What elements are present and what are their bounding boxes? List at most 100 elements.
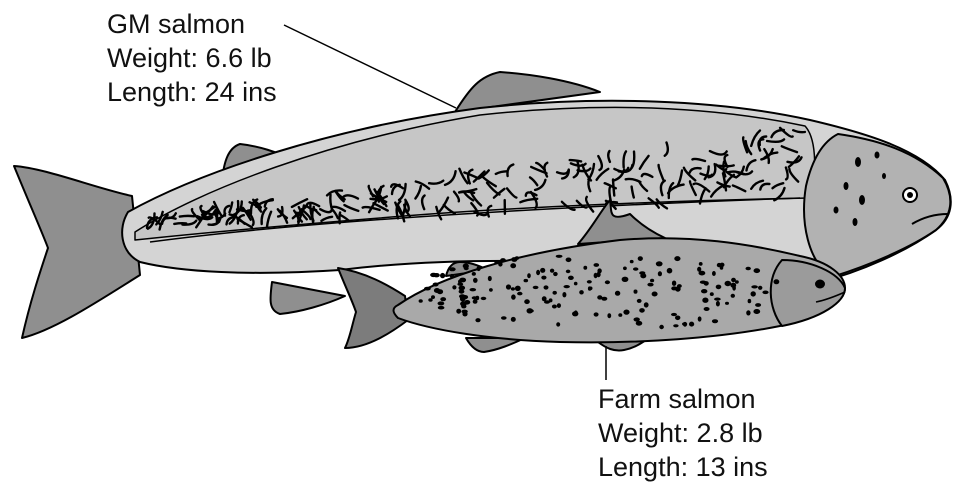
farm-body-spot [450,274,454,278]
farm-body-spot [568,276,574,280]
farm-body-spot [630,260,634,263]
farm-body-spot [712,319,718,323]
gm-leader-line [284,25,456,108]
farm-body-spot [556,255,563,258]
farm-body-spot [634,290,638,294]
farm-body-spot [553,272,558,276]
farm-body-spot [597,268,601,273]
farm-body-spot [562,292,566,297]
farm-eye [815,280,825,289]
gm-salmon-weight: Weight: 6.6 lb [107,41,277,75]
farm-body-spot [524,279,529,282]
farm-body-spot [640,273,646,278]
farm-body-spot [456,309,461,314]
farm-body-spot [639,308,645,313]
farm-body-spot [488,276,492,281]
farm-body-spot [541,276,546,280]
farm-body-spot [588,286,592,290]
farm-body-spot [515,256,519,260]
farm-body-spot [564,285,570,288]
farm-body-spot [506,284,511,289]
farm-body-spot [725,281,732,286]
farm-body-spot [481,297,487,300]
farm-body-spot [774,279,780,284]
farm-body-spot [515,286,521,291]
farm-body-spot [556,322,560,326]
farm-body-spot [717,263,722,267]
farm-body-spot [725,302,729,305]
farm-body-spot [475,296,479,300]
farm-body-spot [449,267,456,271]
farm-body-spot [419,299,423,303]
farm-body-spot [652,292,658,297]
farm-body-spot [716,285,722,290]
farm-body-spot [459,286,466,291]
farm-body-spot [462,312,467,317]
farm-body-spot [583,266,587,270]
farm-body-spot [437,289,443,294]
farm-body-spot [566,258,572,263]
farm-body-spot [673,324,678,327]
farm-body-spot [574,310,578,315]
farm-body-spot [494,261,499,264]
farm-body-spot [636,321,643,326]
farm-body-spot [587,280,592,283]
farm-body-spot [704,281,709,286]
farm-body-spot [746,310,750,315]
farm-body-spot [424,287,431,291]
farm-body-spot [667,268,673,274]
farm-body-spot [674,256,680,261]
farm-body-spot [579,290,584,294]
farm-body-spot [607,313,611,318]
farm-body-spot [699,262,703,266]
farm-body-spot [677,284,682,288]
farm-salmon-label: Farm salmon Weight: 2.8 lb Length: 13 in… [598,382,768,484]
farm-body-spot [594,312,599,316]
farm-body-spot [762,291,768,295]
farm-body-spot [433,273,440,277]
farm-body-spot [751,285,758,288]
farm-body-spot [542,296,547,301]
farm-body-spot [594,263,600,267]
farm-body-spot [552,305,557,309]
farm-body-spot [517,292,522,296]
farm-body-spot [477,266,481,271]
farm-body-spot [473,278,478,283]
farm-body-spot [754,310,759,314]
gm-tail-fin [14,166,140,338]
farm-body-spot [475,318,480,322]
farm-body-spot [615,291,620,296]
farm-body-spot [659,325,664,329]
gm-salmon-name: GM salmon [107,7,277,41]
gm-body-marking [174,223,186,224]
farm-body-spot [594,273,598,278]
farm-body-spot [574,282,578,286]
farm-body-spot [489,288,493,292]
farm-body-spot [464,267,469,271]
farm-body-spot [428,298,432,301]
farm-salmon-length: Length: 13 ins [598,450,768,484]
farm-body-spot [689,322,694,327]
farm-body-spot [702,298,708,303]
farm-body-spot [658,271,662,276]
farm-salmon-weight: Weight: 2.8 lb [598,416,768,450]
farm-body-spot [511,287,515,290]
farm-salmon-name: Farm salmon [598,382,768,416]
farm-body-spot [433,283,439,287]
farm-body-spot [650,279,654,283]
farm-body-spot [536,270,540,275]
farm-body-spot [527,273,531,278]
farm-body-spot [710,292,714,296]
farm-body-spot [470,288,477,291]
gm-anal-fin [270,282,345,314]
farm-body-spot [647,283,653,287]
gm-body-marking [339,213,340,224]
farm-body-spot [623,310,629,315]
farm-body-spot [438,306,445,310]
farm-body-spot [550,269,554,273]
farm-body-spot [511,317,516,322]
farm-body-spot [524,299,530,304]
farm-body-spot [671,313,677,316]
gm-body-marking [570,160,581,161]
farm-body-spot [704,307,710,311]
